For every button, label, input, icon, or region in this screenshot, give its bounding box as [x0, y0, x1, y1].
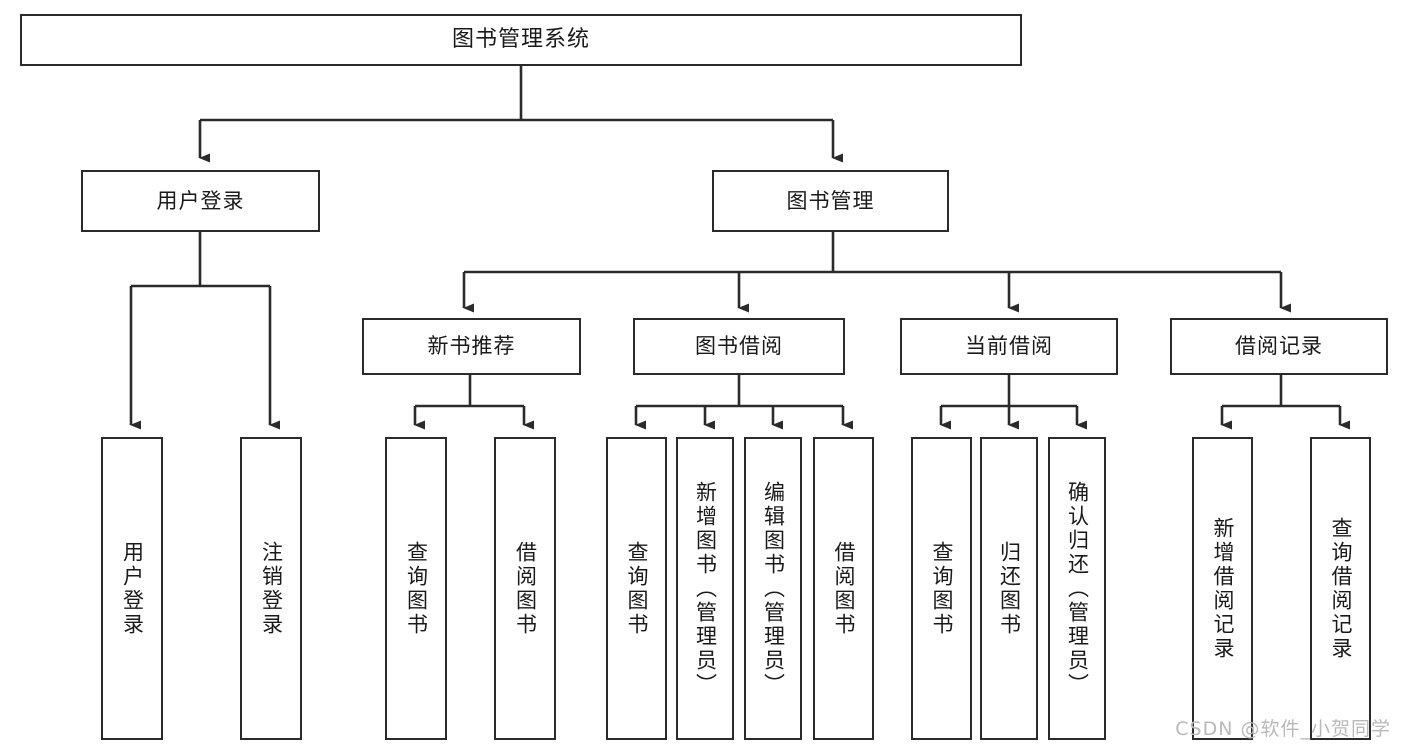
node-user-login-label: 用户登录 [156, 188, 245, 213]
node-root-label: 图书管理系统 [451, 27, 590, 53]
node-book-management-label: 图书管理 [786, 188, 875, 213]
leaf-current-confirm-return-admin[interactable]: 确认归还（管理员） [1048, 437, 1106, 740]
leaf-current-return-book-label: 归还图书 [997, 540, 1022, 637]
leaf-record-add-record[interactable]: 新增借阅记录 [1192, 437, 1253, 740]
node-new-book-recommend-label: 新书推荐 [427, 334, 516, 359]
leaf-login-logout[interactable]: 注销登录 [240, 437, 302, 740]
leaf-login-logout-label: 注销登录 [259, 540, 284, 637]
node-borrow-record[interactable]: 借阅记录 [1170, 318, 1388, 375]
watermark: CSDN @软件_小贺同学 [1175, 718, 1391, 740]
leaf-login-user-login[interactable]: 用户登录 [101, 437, 163, 740]
leaf-borrow-borrow-book-label: 借阅图书 [832, 540, 856, 637]
leaf-record-query-record[interactable]: 查询借阅记录 [1310, 437, 1371, 740]
leaf-current-return-book[interactable]: 归还图书 [980, 437, 1038, 740]
leaf-current-confirm-return-admin-label: 确认归还（管理员） [1065, 480, 1090, 697]
leaf-current-query-book[interactable]: 查询图书 [911, 437, 972, 740]
leaf-borrow-add-book-admin[interactable]: 新增图书（管理员） [676, 437, 734, 740]
leaf-borrow-borrow-book[interactable]: 借阅图书 [813, 437, 874, 740]
leaf-borrow-query-book-label: 查询图书 [625, 540, 649, 637]
leaf-borrow-edit-book-admin-label: 编辑图书（管理员） [761, 480, 786, 697]
node-book-borrow[interactable]: 图书借阅 [633, 318, 845, 375]
leaf-borrow-add-book-admin-label: 新增图书（管理员） [693, 480, 718, 697]
leaf-borrow-query-book[interactable]: 查询图书 [606, 437, 667, 740]
leaf-newbook-query-book-label: 查询图书 [404, 540, 429, 637]
leaf-newbook-borrow-book-label: 借阅图书 [513, 540, 538, 637]
leaf-login-user-login-label: 用户登录 [120, 540, 145, 637]
node-new-book-recommend[interactable]: 新书推荐 [362, 318, 581, 375]
leaf-newbook-query-book[interactable]: 查询图书 [385, 437, 447, 740]
leaf-borrow-edit-book-admin[interactable]: 编辑图书（管理员） [744, 437, 802, 740]
node-current-borrow-label: 当前借阅 [965, 334, 1053, 359]
node-borrow-record-label: 借阅记录 [1235, 334, 1323, 359]
node-user-login[interactable]: 用户登录 [81, 170, 320, 232]
node-book-borrow-label: 图书借阅 [695, 334, 783, 359]
leaf-newbook-borrow-book[interactable]: 借阅图书 [494, 437, 556, 740]
node-current-borrow[interactable]: 当前借阅 [900, 318, 1118, 375]
node-book-management[interactable]: 图书管理 [712, 170, 949, 232]
leaf-record-add-record-label: 新增借阅记录 [1211, 516, 1235, 661]
leaf-current-query-book-label: 查询图书 [930, 540, 954, 637]
node-root[interactable]: 图书管理系统 [20, 14, 1022, 66]
leaf-record-query-record-label: 查询借阅记录 [1329, 516, 1353, 661]
